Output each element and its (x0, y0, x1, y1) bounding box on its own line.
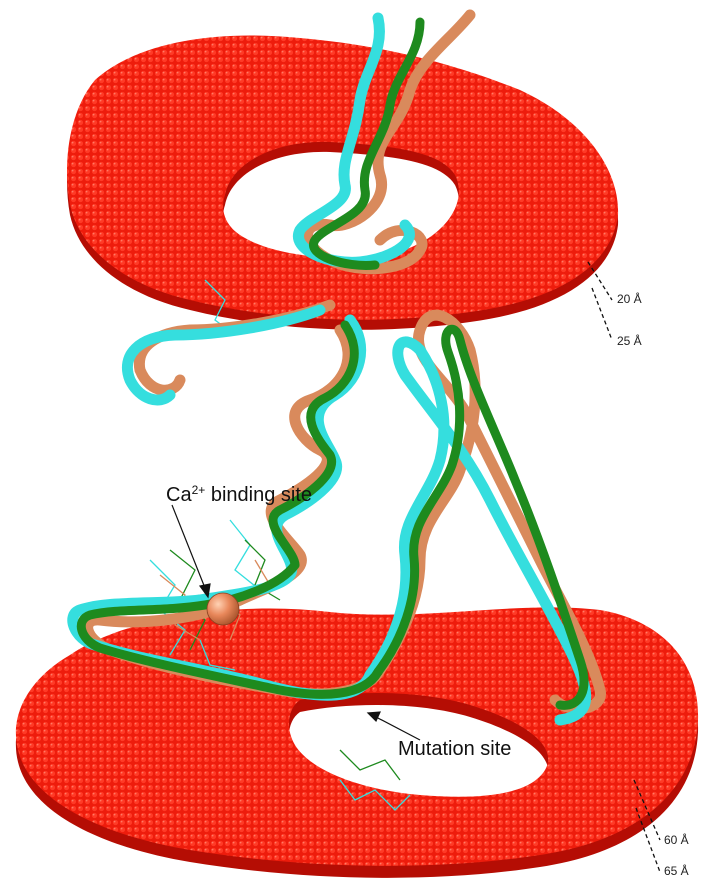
distance-label-bottom-lower: 65 Å (664, 864, 689, 878)
calcium-site-arrow (172, 505, 210, 597)
calcium-symbol: Ca (166, 484, 192, 506)
calcium-charge: 2+ (192, 483, 206, 497)
mutation-site-arrow (368, 712, 420, 740)
calcium-ion-sphere (207, 593, 239, 625)
calcium-binding-site-label: Ca2+ binding site (166, 483, 312, 507)
distance-label-top-lower: 25 Å (617, 334, 642, 348)
binding-site-text: binding site (205, 484, 312, 506)
distance-label-top-upper: 20 Å (617, 292, 642, 306)
distance-label-bottom-upper: 60 Å (664, 833, 689, 847)
mutation-site-label: Mutation site (398, 738, 511, 761)
